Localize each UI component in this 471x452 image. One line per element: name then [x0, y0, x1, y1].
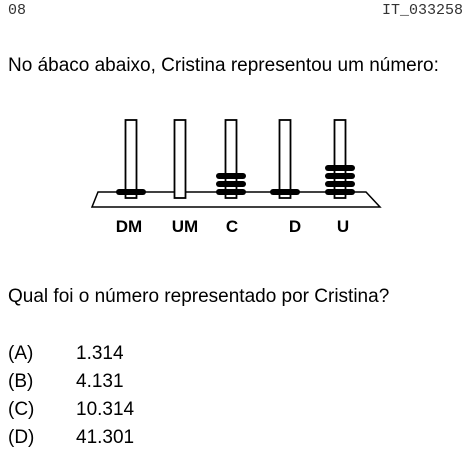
question-text: No ábaco abaixo, Cristina representou um… [8, 55, 439, 76]
option-letter: (B) [8, 371, 34, 392]
abacus-rod-dm [124, 119, 138, 199]
abacus-bead [216, 189, 246, 195]
abacus-rod-c [224, 119, 238, 199]
abacus-bead [325, 189, 355, 195]
abacus-rod-d [278, 119, 292, 199]
option-value: 1.314 [76, 343, 124, 364]
abacus-bead [216, 173, 246, 179]
question-prompt: Qual foi o número representado por Crist… [8, 286, 390, 307]
abacus-bead [216, 181, 246, 187]
abacus-bead [325, 173, 355, 179]
item-code: IT_033258 [381, 2, 463, 19]
abacus-label-d: D [289, 217, 301, 236]
option-letter: (C) [8, 399, 35, 420]
option-letter: (A) [8, 343, 34, 364]
abacus-bead [116, 189, 146, 195]
option-value: 4.131 [76, 371, 124, 392]
option-value: 10.314 [76, 399, 135, 420]
abacus-bead [270, 189, 300, 195]
option-value: 41.301 [76, 427, 135, 448]
abacus-label-c: C [226, 217, 238, 236]
item-number: 08 [8, 2, 27, 19]
abacus-rod-u [333, 119, 347, 199]
abacus-label-um: UM [172, 217, 198, 236]
abacus-bead [325, 181, 355, 187]
abacus-bead [325, 165, 355, 171]
option-letter: (D) [8, 427, 35, 448]
abacus-rod-um [173, 119, 187, 199]
abacus-figure: DM UM C D U [90, 119, 382, 236]
abacus-label-dm: DM [116, 217, 142, 236]
abacus-label-u: U [337, 217, 349, 236]
